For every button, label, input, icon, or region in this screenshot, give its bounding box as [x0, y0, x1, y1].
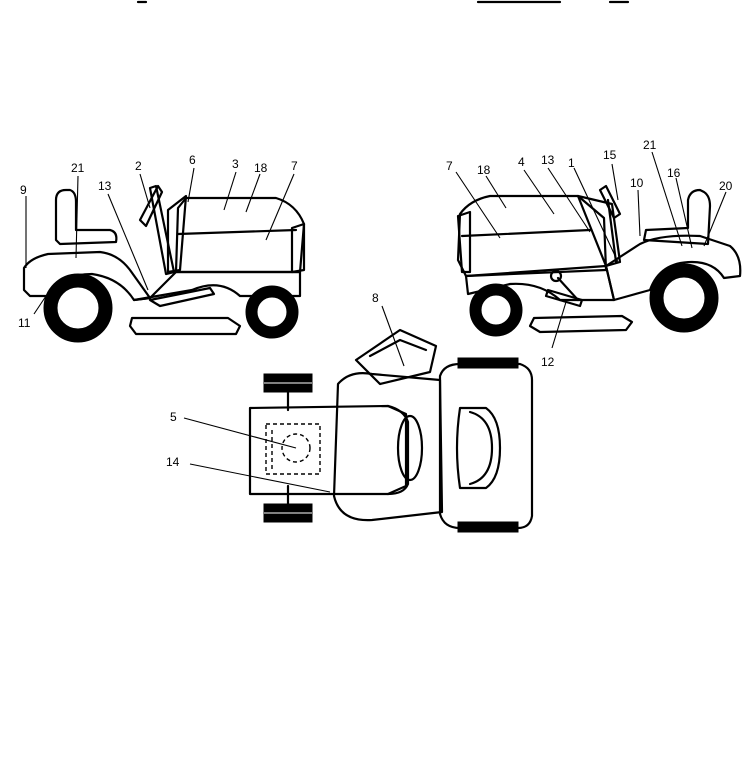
callout-11: 11: [18, 316, 31, 330]
mower-deck: [128, 316, 242, 336]
callout-13: 13: [98, 179, 112, 193]
callout-5: 5: [170, 410, 177, 424]
callout-21: 21: [643, 138, 657, 152]
callout-4: 4: [518, 155, 525, 169]
callout-6: 6: [189, 153, 196, 167]
callout-18: 18: [254, 161, 268, 175]
callout-2: 2: [135, 159, 142, 173]
brake-pedal: [544, 288, 584, 308]
callout-18: 18: [477, 163, 491, 177]
callout-13: 13: [541, 153, 555, 167]
seat: [642, 188, 712, 246]
brake-pedal: [148, 286, 216, 308]
callout-3: 3: [232, 157, 239, 171]
seat: [455, 406, 502, 490]
grille: [290, 222, 306, 274]
callout-21: 21: [71, 161, 85, 175]
seat: [54, 188, 118, 246]
frame: [464, 264, 616, 302]
mower-deck: [528, 314, 634, 334]
dash-pedestal: [576, 194, 622, 268]
dash-pedestal: [166, 194, 188, 274]
callout-9: 9: [20, 183, 27, 197]
tractor-top-view: 8 5 14: [166, 291, 534, 533]
mower-deck: [332, 372, 444, 522]
callout-12: 12: [541, 355, 555, 369]
tractor-left-side-view: 21 2 6 3 18 7 9 13 11: [18, 153, 306, 343]
steering-wheel: [138, 184, 164, 228]
callout-7: 7: [291, 159, 298, 173]
dashboard-oval: [396, 414, 424, 482]
rear-body: [438, 362, 534, 530]
frame: [132, 270, 302, 302]
callout-7: 7: [446, 159, 453, 173]
callout-8: 8: [372, 291, 379, 305]
callout-10: 10: [630, 176, 644, 190]
callout-16: 16: [667, 166, 681, 180]
tractor-right-side-view: 7 18 4 13 1 15 21 10 16 20 12: [446, 138, 742, 369]
hood: [174, 196, 306, 274]
callout-15: 15: [603, 148, 617, 162]
callout-14: 14: [166, 455, 180, 469]
callout-20: 20: [719, 179, 733, 193]
steering-column: [148, 184, 176, 276]
decal-area: [265, 423, 321, 475]
grille: [456, 210, 472, 274]
callout-1: 1: [568, 156, 575, 170]
